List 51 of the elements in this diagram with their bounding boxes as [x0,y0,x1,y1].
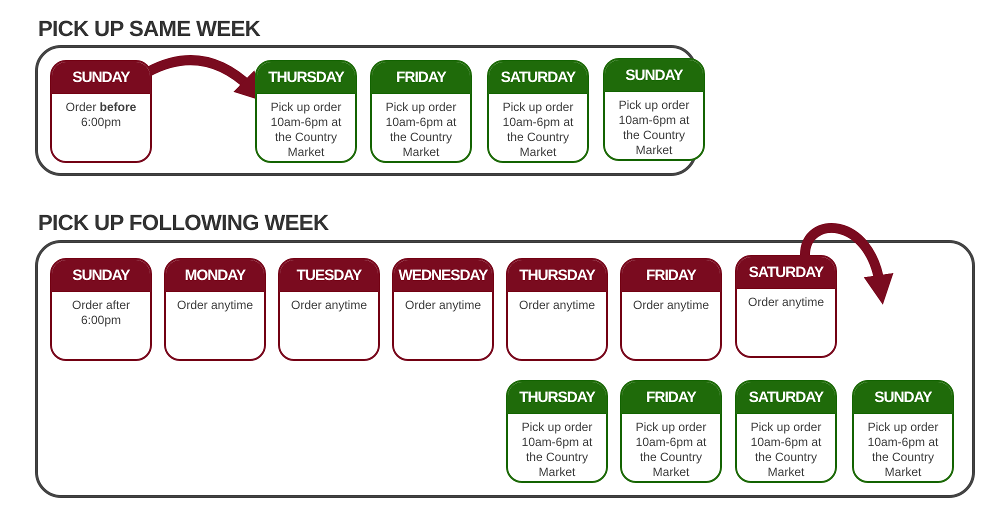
card-text: Pick up order 10am-6pm at the Country Market [866,419,940,480]
day-heading: SATURDAY [737,382,835,414]
day-card [620,258,722,361]
day-heading: FRIDAY [622,260,720,292]
card-text: Pick up order 10am-6pm at the Country Market [618,97,690,158]
day-card [603,58,705,161]
day-card [620,380,722,483]
day-heading: FRIDAY [622,382,720,414]
day-heading: SATURDAY [489,62,587,94]
day-card [852,380,954,483]
day-card [370,60,472,163]
card-text: Order anytime [290,297,368,313]
day-heading: MONDAY [166,260,264,292]
day-card [506,258,608,361]
day-heading: THURSDAY [508,260,606,292]
card-text: Pick up order 10am-6pm at the Country Market [502,99,574,160]
day-card [487,60,589,163]
card-text: Order after 6:00pm [70,297,132,328]
card-text: Order anytime [746,294,826,310]
day-card [506,380,608,483]
card-text: Order anytime [176,297,254,313]
card-text: Pick up order 10am-6pm at the Country Market [634,419,708,480]
day-heading: SUNDAY [605,60,703,92]
day-heading: SUNDAY [52,260,150,292]
day-heading: TUESDAY [280,260,378,292]
card-text: Order anytime [632,297,710,313]
card-text: Order before 6:00pm [64,99,138,130]
day-heading: SUNDAY [854,382,952,414]
card-text: Pick up order 10am-6pm at the Country Market [750,419,822,480]
day-heading: FRIDAY [372,62,470,94]
card-text: Pick up order 10am-6pm at the Country Market [520,419,594,480]
day-heading: THURSDAY [508,382,606,414]
day-heading: THURSDAY [257,62,355,94]
day-card [735,380,837,483]
card-text: Pick up order 10am-6pm at the Country Market [384,99,458,160]
day-heading: WEDNESDAY [394,260,492,292]
curved-arrow [800,223,892,305]
day-heading: SATURDAY [737,257,835,289]
day-card [392,258,494,361]
card-text: Order anytime [518,297,596,313]
day-card [735,255,837,358]
section-heading: PICK UP FOLLOWING WEEK [38,210,328,236]
day-card [50,258,152,361]
card-text: Pick up order 10am-6pm at the Country Market [270,99,342,160]
card-text: Order anytime [404,297,482,313]
day-heading: SUNDAY [52,62,150,94]
day-card [278,258,380,361]
section-heading: PICK UP SAME WEEK [38,16,260,42]
day-card [50,60,152,163]
day-card [255,60,357,163]
day-card [164,258,266,361]
